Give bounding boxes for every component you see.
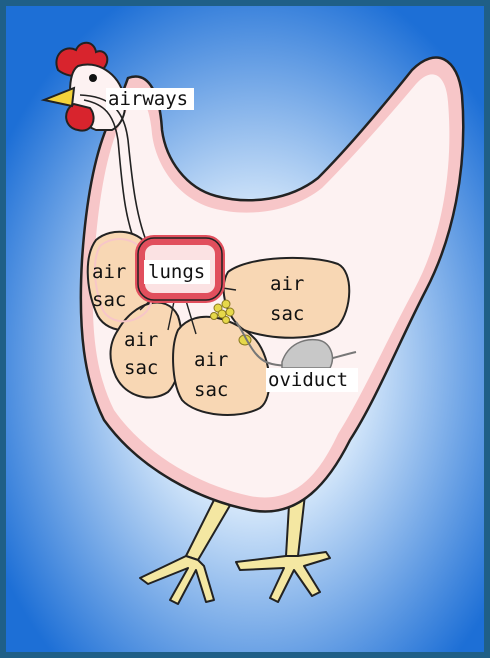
air-sac-front-label-line2: sac (92, 289, 126, 311)
air-sac-lower-middle-label-line2: sac (194, 379, 228, 401)
air-sac-right-label-line2: sac (270, 303, 304, 325)
airways-label: airways (108, 88, 188, 110)
eye (89, 74, 97, 82)
air-sac-right-label-line1: air (270, 273, 304, 295)
lungs-label: lungs (148, 261, 205, 283)
wattle (66, 104, 93, 131)
air-sac-lower-left-label-line2: sac (124, 357, 158, 379)
air-sac-right (224, 258, 350, 338)
oviduct-label: oviduct (268, 369, 348, 391)
air-sac-front-label-line1: air (92, 261, 126, 283)
air-sac-lower-left-label-line1: air (124, 329, 158, 351)
air-sac-lower-middle-label-line1: air (194, 349, 228, 371)
